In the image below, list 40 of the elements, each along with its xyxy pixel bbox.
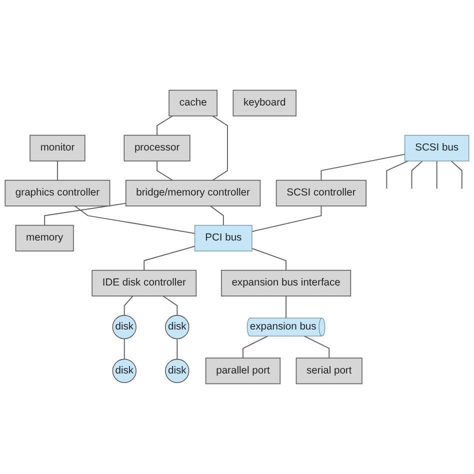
node-box: cache	[168, 90, 218, 116]
connector	[436, 160, 438, 190]
connector	[57, 160, 58, 181]
node-circle: disk	[165, 358, 190, 383]
node-box: bridge/memory controller	[126, 180, 261, 206]
node-box: graphics controller	[4, 180, 110, 206]
connector	[304, 336, 330, 358]
connector	[212, 116, 228, 181]
connector	[74, 206, 196, 234]
connector	[450, 160, 462, 190]
node-circle: disk	[112, 314, 136, 340]
connector	[156, 116, 173, 136]
connector	[386, 160, 409, 190]
connector	[144, 246, 196, 271]
node-box: SCSI controller	[276, 180, 366, 206]
node-box: serial port	[296, 358, 362, 384]
connector	[124, 296, 134, 316]
connector	[210, 206, 224, 226]
node-box: IDE disk controller	[92, 270, 197, 296]
connector	[156, 160, 173, 181]
node-box: SCSI bus	[404, 134, 470, 162]
node-box: PCI bus	[194, 224, 252, 252]
connector	[162, 296, 178, 316]
connector	[320, 154, 406, 181]
node-circle: disk	[165, 314, 190, 340]
connector	[252, 248, 286, 271]
node-box: monitor	[30, 134, 86, 162]
node-box: processor	[124, 134, 190, 162]
node-box: keyboard	[232, 90, 296, 116]
connector	[176, 338, 178, 360]
connector	[242, 336, 268, 358]
node-circle: disk	[112, 358, 136, 383]
node-box: expansion bus interface	[221, 270, 352, 296]
connector	[124, 338, 125, 360]
connector	[44, 202, 126, 226]
connector	[252, 206, 322, 232]
node-box: memory	[15, 224, 74, 252]
connector	[411, 160, 423, 190]
node-text: expansion bus	[250, 321, 316, 332]
node-box: parallel port	[205, 358, 281, 384]
